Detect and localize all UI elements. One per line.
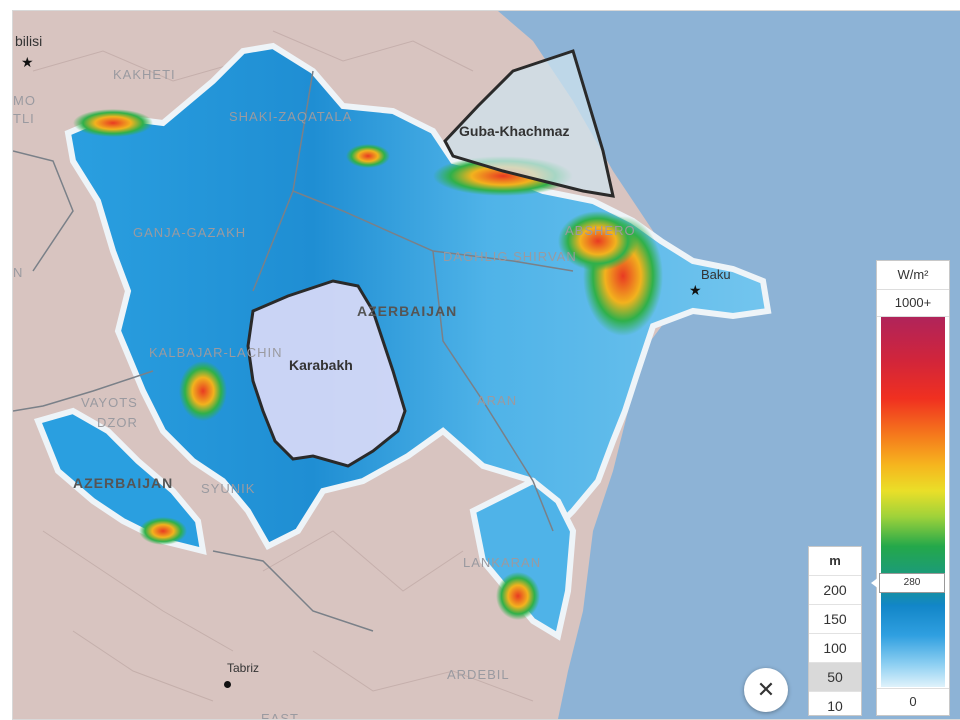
label-kalbajar-lachin: KALBAJAR-LACHIN <box>149 345 283 360</box>
power-min-label: 0 <box>877 688 949 715</box>
power-max-label: 1000+ <box>877 290 949 317</box>
city-label-baku: Baku <box>701 267 731 282</box>
region-guba-khachmaz[interactable] <box>443 49 615 198</box>
label-shaki-zaqatala: SHAKI-ZAQATALA <box>229 109 353 124</box>
label-dzor: DZOR <box>97 415 138 430</box>
power-unit-label: W/m² <box>877 261 949 290</box>
height-option-150[interactable]: 150 <box>809 605 861 634</box>
city-label-tbilisi: bilisi <box>15 33 43 49</box>
wind-map[interactable] <box>13 11 960 719</box>
height-option-50[interactable]: 50 <box>809 663 861 692</box>
height-option-200[interactable]: 200 <box>809 576 861 605</box>
label-kakheti: KAKHETI <box>113 67 176 82</box>
baku-star-icon: ★ <box>689 282 702 298</box>
region-karabakh[interactable] <box>246 279 407 468</box>
label-guba-khachmaz: Guba-Khachmaz <box>459 123 570 139</box>
label-ganja-gazakh: GANJA-GAZAKH <box>133 225 247 240</box>
label-east: EAST <box>261 711 299 720</box>
wind-area-main <box>64 42 772 550</box>
tbilisi-star-icon: ★ <box>21 54 34 70</box>
label-absheron: ABSHERO <box>565 223 636 238</box>
wind-power-legend: W/m² 1000+ 280 0 <box>871 260 950 716</box>
height-option-100[interactable]: 100 <box>809 634 861 663</box>
city-label-tabriz: Tabriz <box>227 661 260 675</box>
label-karabakh: Karabakh <box>289 357 353 373</box>
label-ardebil: ARDEBIL <box>447 667 510 682</box>
label-aran: ARAN <box>477 393 518 408</box>
label-azerbaijan: AZERBAIJAN <box>357 303 458 319</box>
power-value-marker[interactable]: 280 <box>871 573 945 594</box>
label-nakhchivan-azerbaijan: AZERBAIJAN <box>73 475 174 491</box>
label-lankaran: LANKARAN <box>463 555 542 570</box>
terrain-relief <box>32 30 534 702</box>
tabriz-dot-icon <box>224 681 231 688</box>
label-west-edge: N <box>13 265 24 280</box>
close-button[interactable]: ✕ <box>744 668 788 712</box>
high-wind-zones <box>73 109 663 620</box>
power-color-scale <box>881 317 945 687</box>
height-unit-label: m <box>809 547 861 576</box>
label-mtskheta-2: TLI <box>13 111 35 126</box>
label-mtskheta-1: MO <box>13 93 36 108</box>
height-selector: m 200 150 100 50 10 <box>808 546 862 716</box>
region-borders <box>13 70 574 632</box>
height-option-10[interactable]: 10 <box>827 698 843 714</box>
label-syunik: SYUNIK <box>201 481 256 496</box>
label-vayots: VAYOTS <box>81 395 138 410</box>
label-daghlig-shirvan: DAGHLIG SHIRVAN <box>443 249 577 264</box>
wind-area-nakhchivan <box>33 407 207 556</box>
map-viewport[interactable]: ★ bilisi KAKHETI MO TLI SHAKI-ZAQATALA G… <box>12 10 960 720</box>
